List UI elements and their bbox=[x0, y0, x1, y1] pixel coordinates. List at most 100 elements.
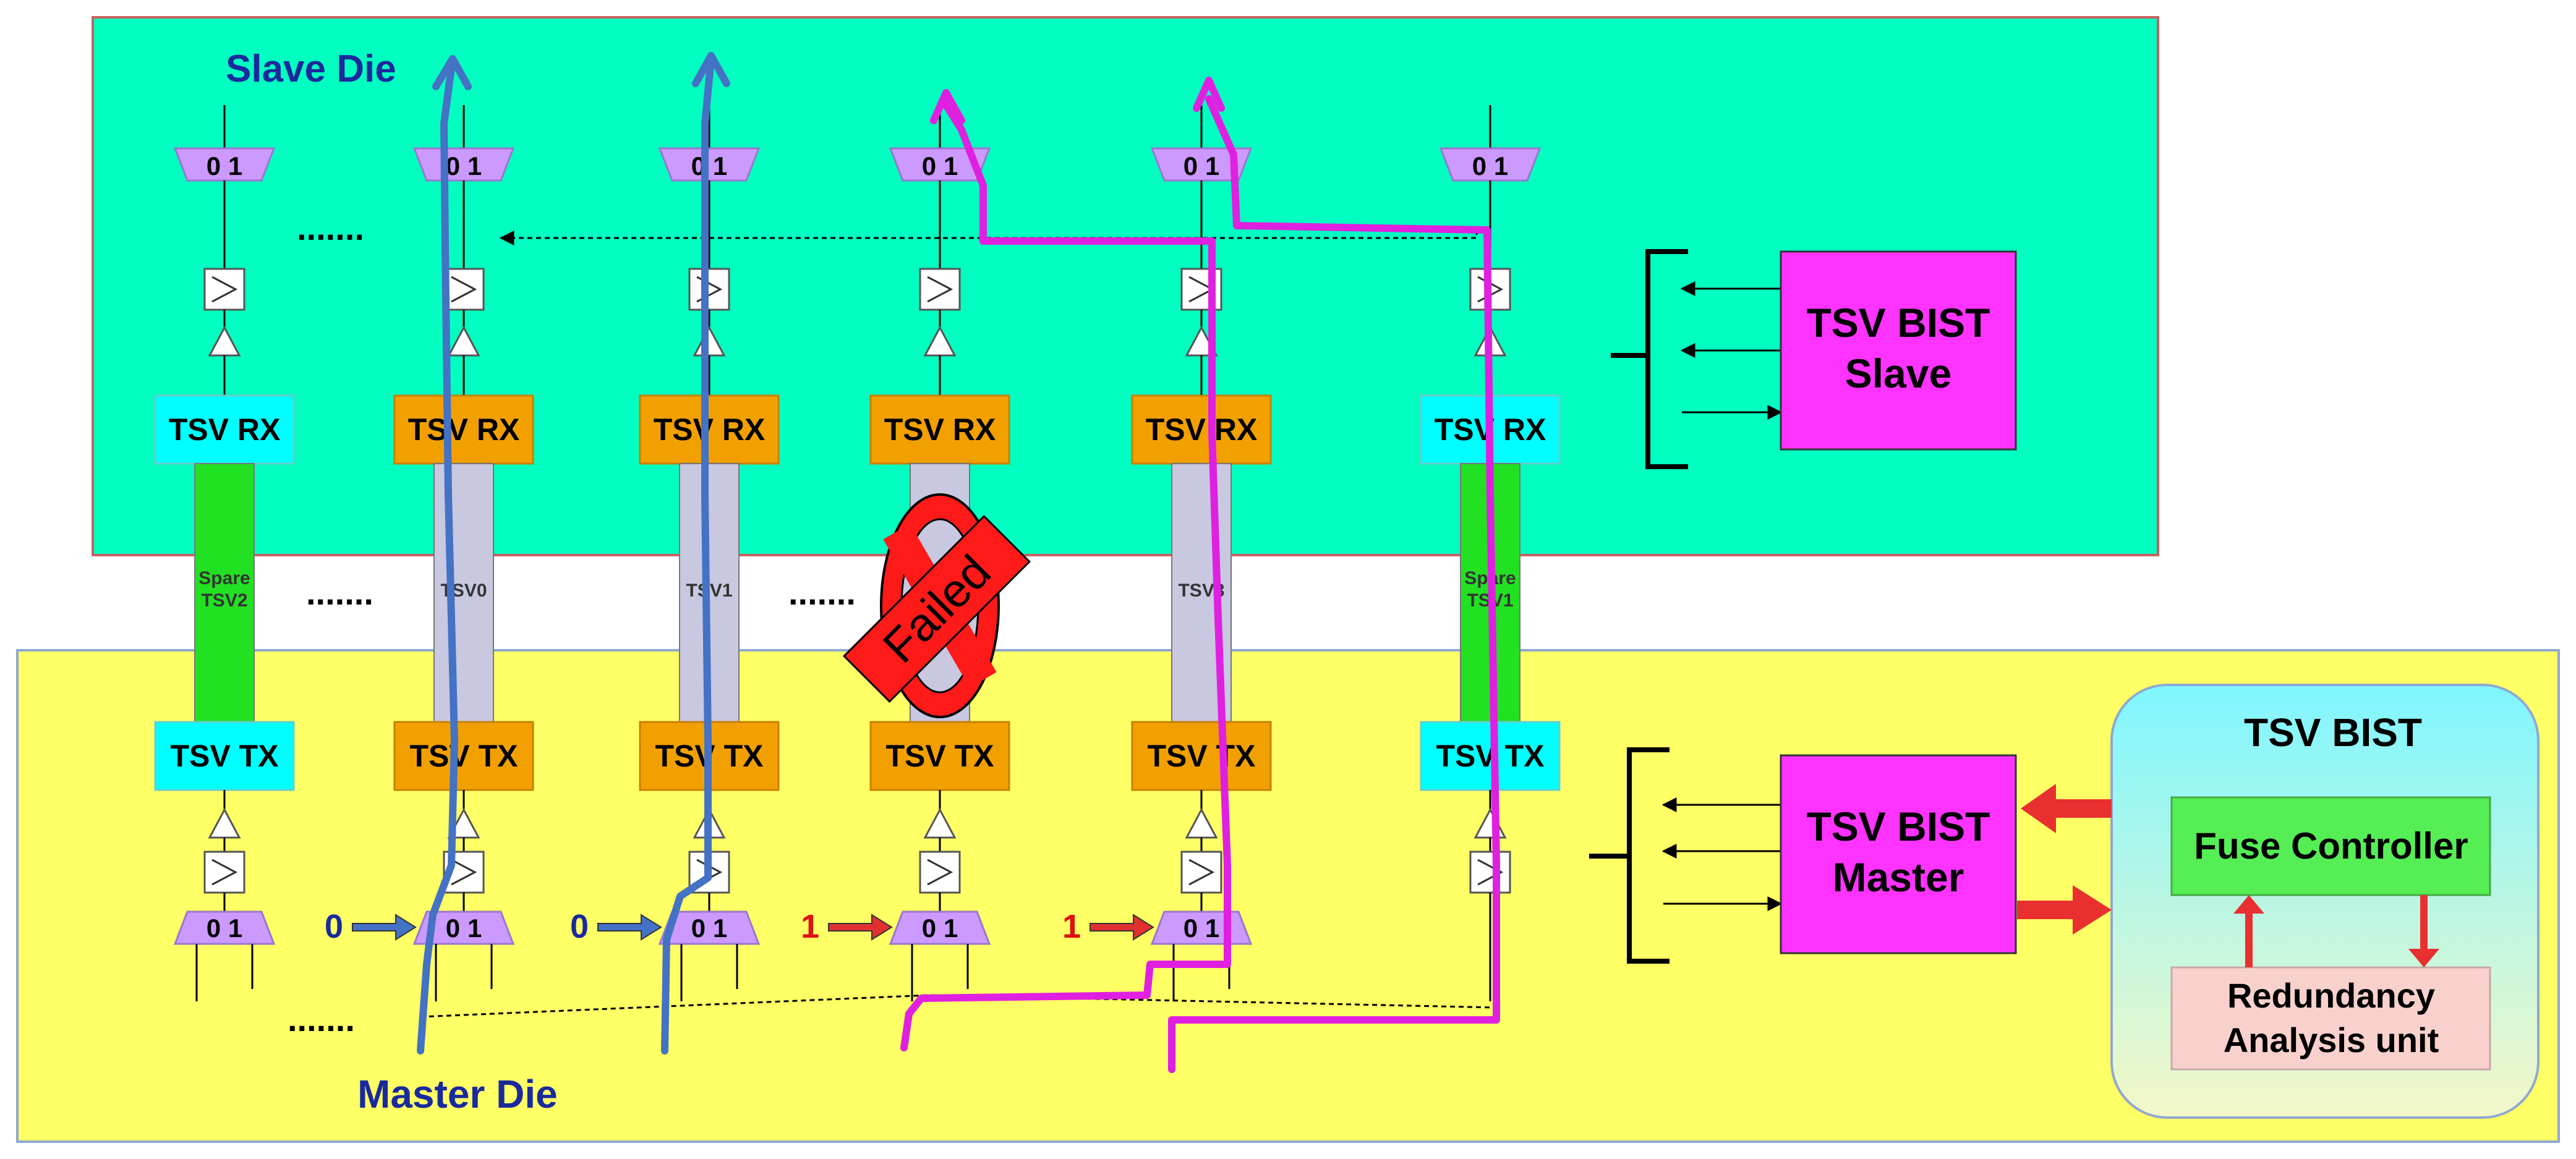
slave-mux-label: 0 1 bbox=[207, 151, 242, 180]
tsv-tx-label: TSV TX bbox=[170, 739, 278, 773]
tsv-tx-label: TSV TX bbox=[885, 739, 994, 773]
master-mux-label: 0 1 bbox=[922, 914, 958, 943]
master-buffer bbox=[1180, 851, 1222, 894]
slave-mux-label: 0 1 bbox=[691, 151, 727, 180]
master-select-line bbox=[420, 994, 1497, 1018]
master-to-panel-arrow bbox=[2017, 885, 2112, 935]
select-value-tsv1: 0 bbox=[570, 908, 589, 945]
master-buffer-icon bbox=[451, 859, 477, 886]
tsv-rx-box bbox=[639, 394, 780, 465]
select-arrow-tsv3 bbox=[1090, 914, 1154, 941]
tsv-tx-box bbox=[393, 721, 534, 791]
tsv-tx-label: TSV TX bbox=[1147, 739, 1255, 773]
slave-mux bbox=[173, 147, 276, 182]
tsv-rx-box bbox=[154, 394, 295, 465]
slave-buffer bbox=[443, 268, 485, 311]
red-arrow-up-head bbox=[2233, 895, 2264, 914]
slave-buffer-icon bbox=[211, 276, 238, 303]
master-mux bbox=[173, 911, 276, 945]
tsv-pillar bbox=[194, 463, 255, 723]
bist-master-bracket bbox=[1589, 747, 1670, 964]
master-die-title: Master Die bbox=[357, 1072, 558, 1116]
fuse-controller-box bbox=[2170, 796, 2491, 896]
select-value-tsv0: 0 bbox=[325, 908, 343, 945]
blue-path-tsv1 bbox=[661, 52, 730, 1055]
slave-mux-label: 0 1 bbox=[446, 151, 482, 180]
slave-mux-label: 0 1 bbox=[1184, 151, 1219, 180]
select-value-tsv2: 1 bbox=[801, 908, 819, 945]
ellipsis-gap-1: ....... bbox=[306, 573, 373, 612]
ellipses: ....... ....... ....... ....... bbox=[288, 208, 856, 1038]
select-arrow-tsv0 bbox=[352, 914, 417, 941]
master-mux bbox=[412, 911, 515, 945]
fuse-controller-label: Fuse Controller bbox=[2194, 825, 2468, 867]
ellipsis-master: ....... bbox=[288, 1000, 355, 1038]
master-buffer bbox=[1469, 851, 1511, 894]
bist-master-box bbox=[1780, 754, 2017, 954]
magenta-path-2 bbox=[1168, 77, 1500, 1073]
master-buffer-icon bbox=[1477, 859, 1504, 886]
tsv-tx-box bbox=[154, 721, 295, 791]
master-mux-label: 0 1 bbox=[207, 914, 242, 943]
select-labels: 0 0 1 1 bbox=[325, 908, 1154, 945]
red-arrow-down-head bbox=[2408, 949, 2439, 967]
tsv-rx-label: TSV RX bbox=[1146, 412, 1258, 447]
master-buffer-icon bbox=[1188, 859, 1215, 886]
slave-mux-label: 0 1 bbox=[1472, 151, 1508, 180]
slave-mux bbox=[412, 147, 515, 182]
slave-buffer-icon bbox=[927, 276, 953, 303]
ellipsis-gap-2: ....... bbox=[788, 573, 856, 612]
slave-mux bbox=[1150, 147, 1253, 182]
bist-panel-title: TSV BIST bbox=[2244, 710, 2422, 755]
master-mux bbox=[658, 911, 761, 945]
master-mux-label: 0 1 bbox=[446, 914, 482, 943]
tsv-tx-label: TSV TX bbox=[1436, 739, 1544, 773]
ellipsis-slave: ....... bbox=[297, 208, 364, 247]
slave-mux-label: 0 1 bbox=[922, 151, 958, 180]
failed-marker: Failed bbox=[842, 493, 1031, 718]
tsv-pillar bbox=[433, 463, 494, 723]
master-buffer bbox=[919, 851, 961, 894]
tsv-rx-box bbox=[869, 394, 1010, 465]
tsv-rx-box bbox=[1131, 394, 1272, 465]
slave-mux bbox=[1439, 147, 1542, 182]
tsv-rx-label: TSV RX bbox=[169, 412, 281, 447]
magenta-path-1 bbox=[900, 89, 1231, 1051]
blue-path-tsv0 bbox=[417, 55, 472, 1055]
tsv-rx-label: TSV RX bbox=[408, 412, 520, 447]
tsv-pillar bbox=[1171, 463, 1232, 723]
panel-to-master-arrow bbox=[2021, 784, 2112, 833]
redundancy-unit-box bbox=[2170, 966, 2491, 1071]
slave-mux bbox=[889, 147, 991, 182]
failed-banner bbox=[842, 514, 1031, 703]
tsv-tx-box bbox=[1420, 721, 1561, 791]
master-buffer-icon bbox=[211, 859, 238, 886]
master-mux-label: 0 1 bbox=[691, 914, 727, 943]
select-value-tsv3: 1 bbox=[1062, 908, 1081, 945]
tsv-tx-box bbox=[869, 721, 1010, 791]
bist-slave-bracket bbox=[1611, 249, 1688, 469]
master-buffer-icon bbox=[927, 859, 953, 886]
slave-buffer bbox=[688, 268, 730, 311]
tsv-rx-label: TSV RX bbox=[884, 412, 996, 447]
slave-buffer bbox=[919, 268, 961, 311]
bist-slave-box bbox=[1780, 250, 2017, 451]
tsv-rx-label: TSV RX bbox=[654, 412, 766, 447]
slave-buffer-icon bbox=[451, 276, 477, 303]
slave-mux bbox=[658, 147, 761, 182]
slave-buffer bbox=[203, 268, 245, 311]
master-mux bbox=[889, 911, 991, 945]
slave-die-title: Slave Die bbox=[226, 48, 396, 90]
master-mux-label: 0 1 bbox=[1184, 914, 1219, 943]
